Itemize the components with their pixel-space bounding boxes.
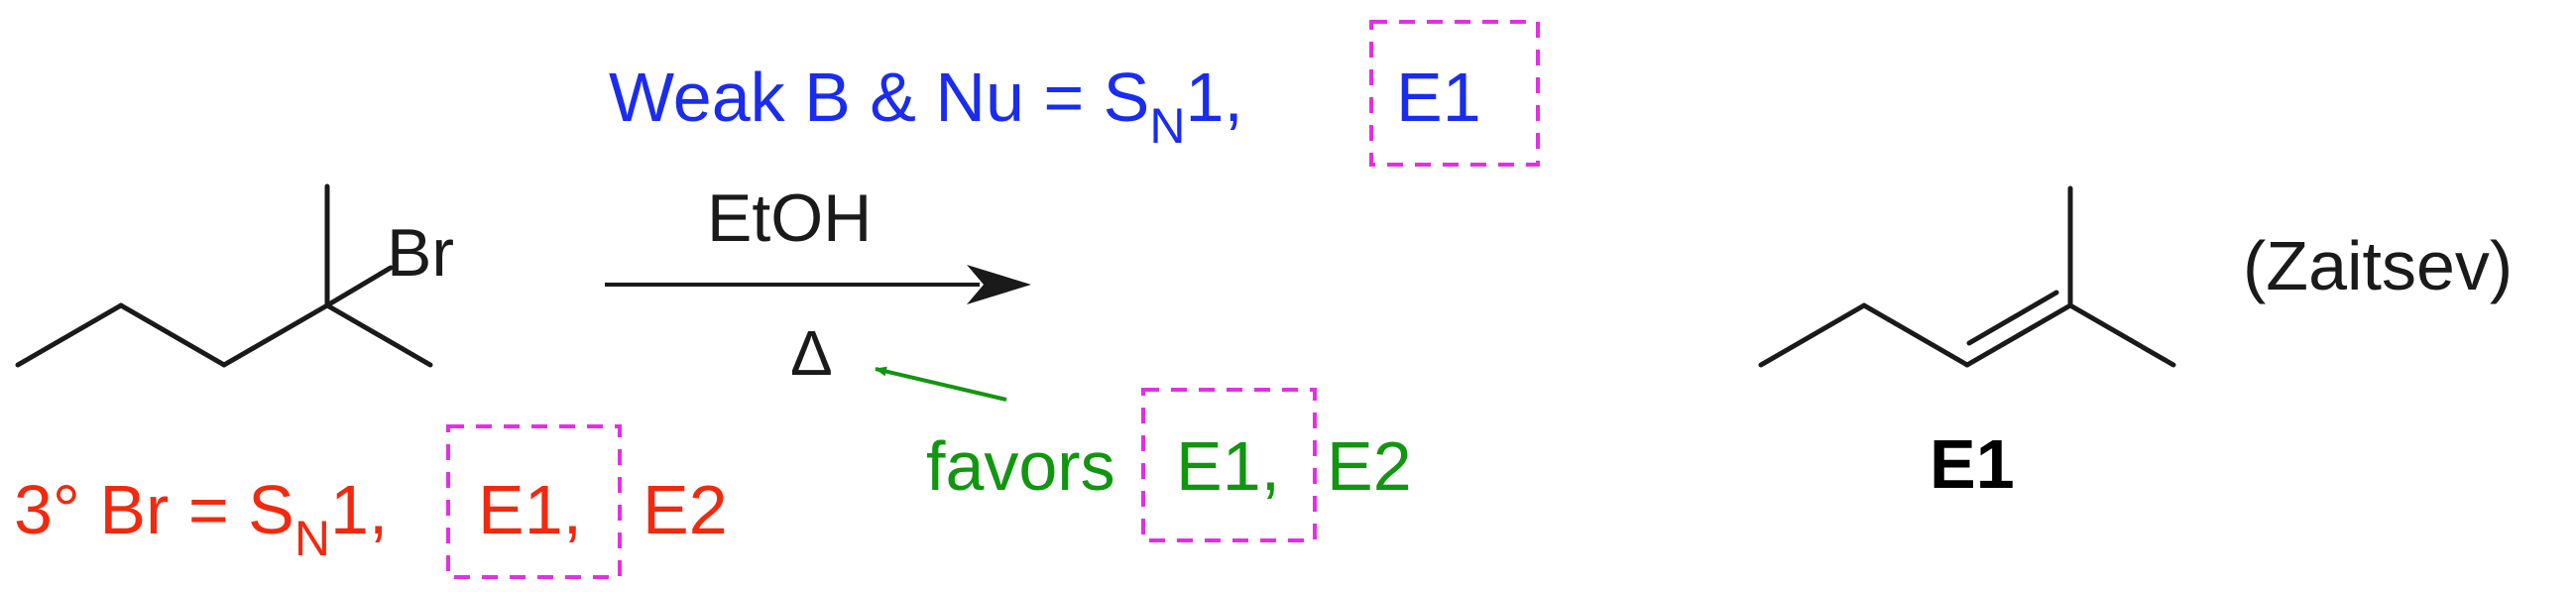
product-structure — [1758, 185, 2176, 368]
product-bond-c3-c4-double — [1964, 302, 2073, 368]
heat-label: Δ — [790, 317, 833, 389]
conditions-prefix: Weak B & Nu = S — [609, 59, 1149, 136]
heat-note-prefix: favors — [926, 427, 1115, 505]
conditions-boxed-e1: E1 — [1396, 59, 1481, 136]
product-bond-c4-c5 — [2067, 302, 2176, 368]
substrate-note-prefix: 3° Br = S — [14, 471, 294, 548]
conditions-highlight-box — [1369, 20, 1540, 167]
conditions-text: Weak B & Nu = SN1, — [609, 59, 1243, 154]
reaction-arrowhead — [967, 265, 1031, 304]
product-bond-c3-c4-inner — [1966, 290, 2059, 346]
bromine-label: Br — [387, 215, 454, 291]
product-mechanism-label: E1 — [1930, 425, 2015, 503]
reactant-structure — [15, 183, 433, 368]
heat-hint-arrow — [875, 366, 1007, 402]
substrate-note-tail: E2 — [643, 471, 728, 548]
substrate-note-text: 3° Br = SN1, — [14, 471, 388, 566]
reactant-bond-c1-c2 — [15, 302, 124, 368]
product-bond-c2-c3 — [1861, 302, 1970, 368]
reaction-arrow — [605, 265, 1031, 304]
substrate-note-boxed-e1: E1, — [478, 471, 582, 548]
reactant-bond-c2-c3 — [118, 302, 227, 368]
conditions-subscript: N — [1149, 98, 1185, 154]
zaitsev-label: (Zaitsev) — [2243, 227, 2513, 304]
substrate-note-subscript: N — [294, 511, 330, 566]
product-bond-c1-c2 — [1758, 302, 1867, 368]
heat-note-tail: E2 — [1327, 427, 1412, 505]
reactant-bond-c3-c4 — [221, 302, 330, 368]
conditions-mid: 1, — [1185, 59, 1242, 136]
heat-note-highlight-box — [1141, 388, 1317, 542]
reactant-bond-c4-c5 — [324, 302, 433, 368]
substrate-highlight-box — [446, 424, 622, 579]
reactant-bond-c4-br — [324, 265, 394, 308]
reagent-label: EtOH — [707, 180, 872, 256]
heat-note-boxed-e1: E1, — [1176, 427, 1280, 505]
substrate-note-mid: 1, — [330, 471, 388, 548]
